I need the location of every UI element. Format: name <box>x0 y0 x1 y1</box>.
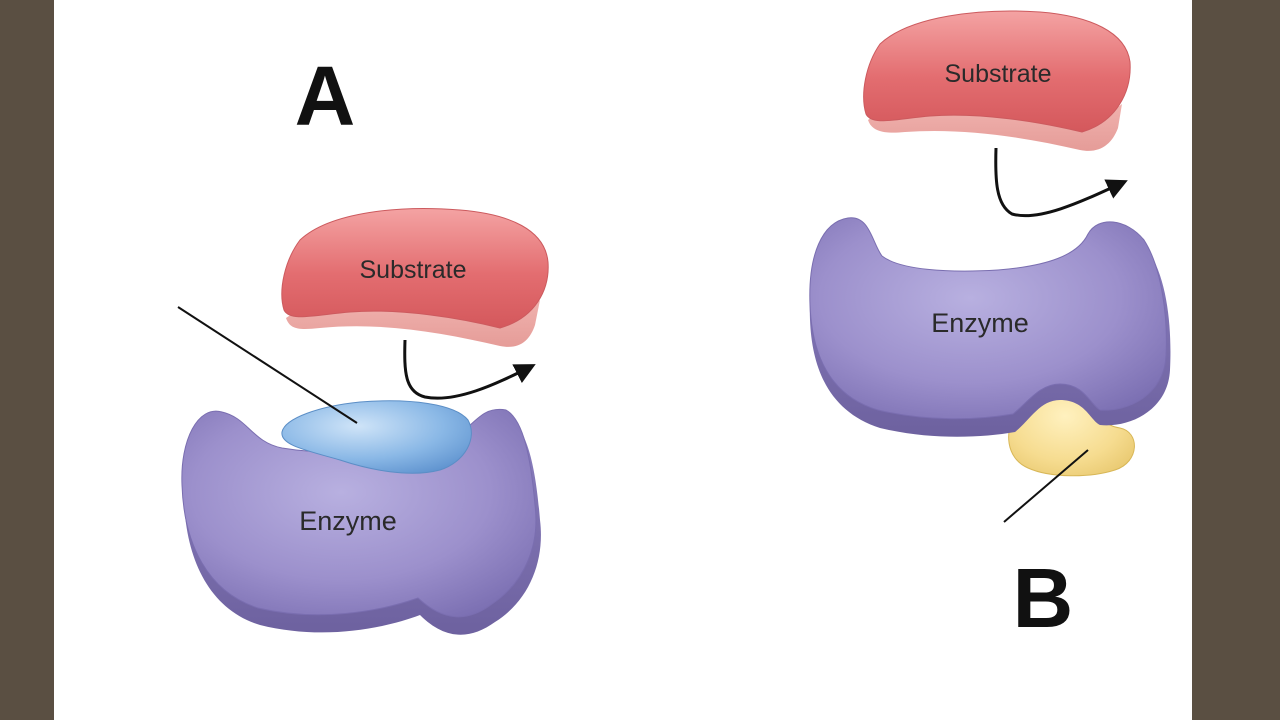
panel-b: B Enzyme Substrate <box>809 10 1171 645</box>
substrate-b-body <box>863 10 1131 133</box>
deflected-arrow-a <box>403 339 536 400</box>
substrate-b: Substrate <box>863 10 1131 151</box>
panel-a: A Enzyme Substrate <box>177 49 549 635</box>
substrate-b-label: Substrate <box>944 60 1051 88</box>
enzyme-b-body <box>809 217 1167 420</box>
substrate-a: Substrate <box>281 208 549 347</box>
enzyme-inhibition-diagram: A Enzyme Substrate B Enzyme <box>177 10 1171 645</box>
enzyme-a-label: Enzyme <box>299 506 397 536</box>
deflected-arrow-b <box>994 147 1128 218</box>
substrate-a-body <box>281 208 549 329</box>
enzyme-b-label: Enzyme <box>931 308 1029 338</box>
diagram-frame: A Enzyme Substrate B Enzyme <box>54 0 1192 720</box>
pointer-line-b <box>1003 449 1089 523</box>
pointer-line-a <box>177 306 358 424</box>
panel-b-letter: B <box>1013 551 1074 645</box>
enzyme-b: Enzyme <box>809 217 1171 437</box>
panel-a-letter: A <box>295 49 356 143</box>
competitive-inhibitor-blue <box>281 400 472 474</box>
substrate-a-label: Substrate <box>359 256 466 284</box>
